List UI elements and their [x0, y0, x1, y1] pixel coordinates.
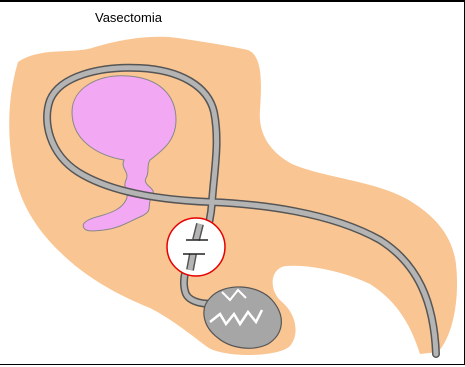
cut-site: [167, 218, 225, 276]
